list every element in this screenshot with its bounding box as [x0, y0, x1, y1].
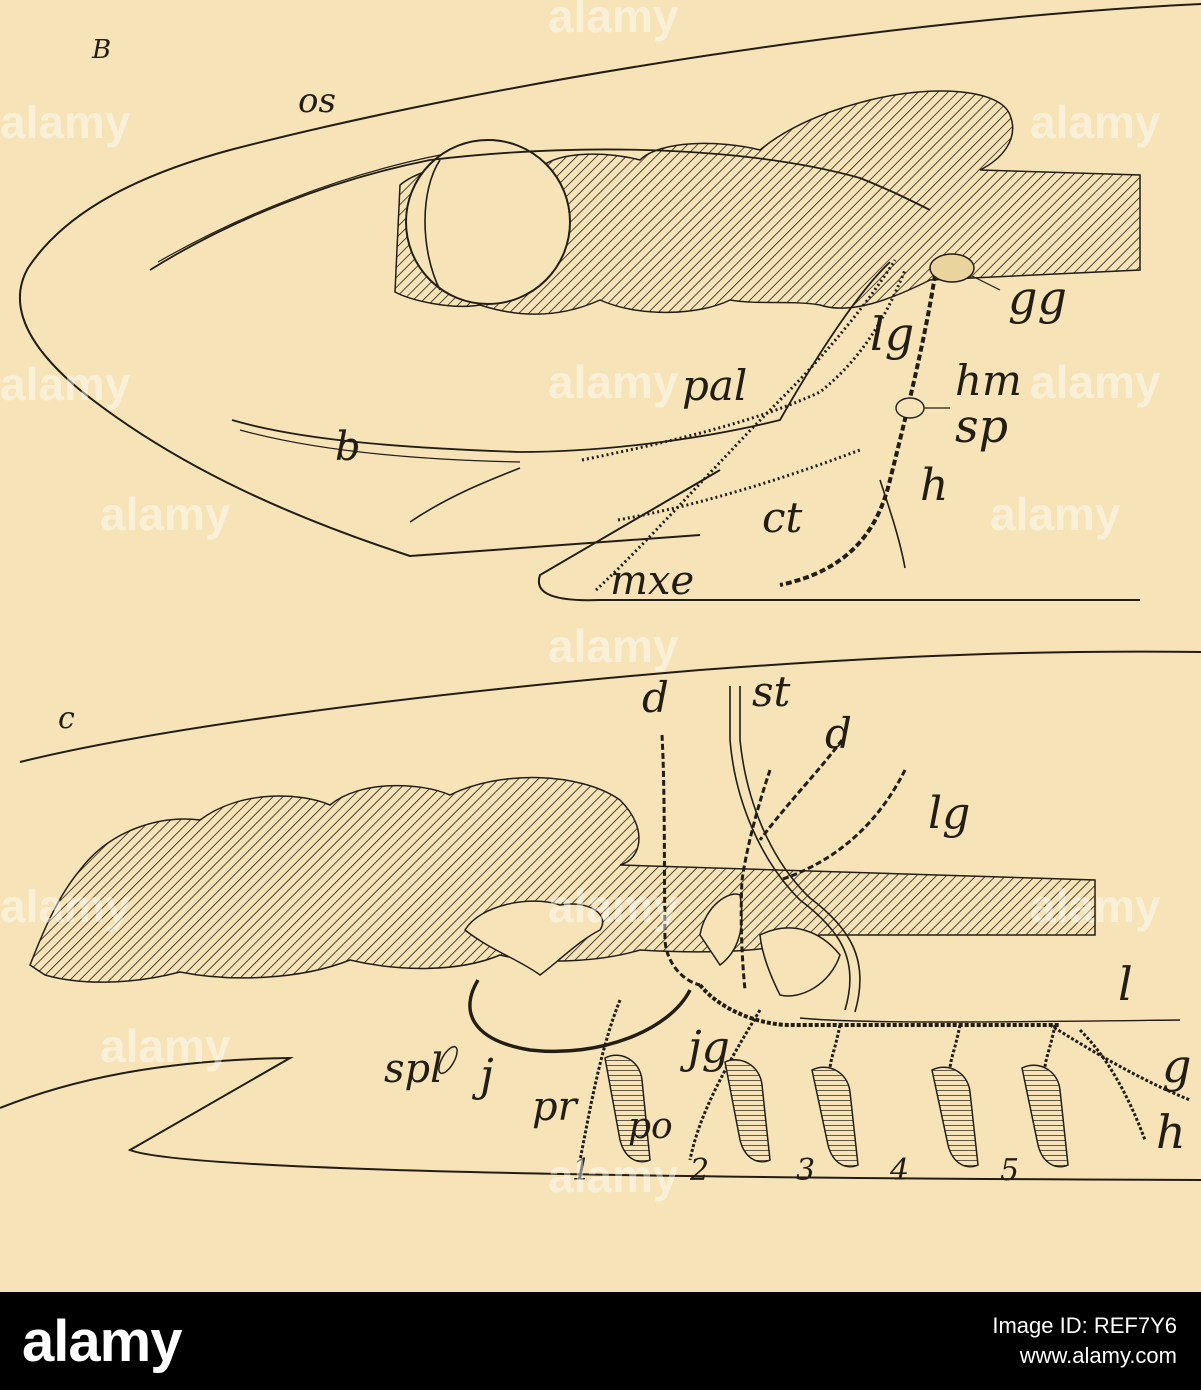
watermark: alamy	[548, 0, 679, 42]
arch-number-1: 1	[572, 1153, 591, 1188]
arch-number-5: 5	[1000, 1153, 1019, 1188]
nerve-l	[799, 1017, 1181, 1023]
footer-bar: alamy Image ID: REF7Y6 www.alamy.com	[0, 1292, 1201, 1390]
footer-logo: alamy	[22, 1308, 182, 1374]
head-outline-c-top	[19, 650, 1201, 763]
arch-number-3: 3	[796, 1153, 815, 1188]
head-outline-b	[18, 3, 1201, 558]
watermark: alamy	[548, 1150, 679, 1202]
watermark-layer: alamy alamy alamy alamy alamy alamy alam…	[0, 0, 1161, 1202]
panel-letter-c: c	[58, 701, 75, 736]
nerve-j	[468, 979, 692, 1054]
label-b: b	[335, 424, 361, 470]
label-sp: sp	[955, 399, 1008, 453]
arch-number-2: 2	[689, 1153, 709, 1188]
label-jg: jg	[679, 1022, 730, 1073]
label-h-c: h	[1156, 1105, 1186, 1159]
gill-arch-5	[1021, 1024, 1069, 1168]
nerve-trunk	[698, 983, 1060, 1027]
watermark: alamy	[1030, 356, 1161, 408]
arch-number-4: 4	[889, 1153, 909, 1188]
watermark: alamy	[0, 96, 131, 148]
image-id: Image ID: REF7Y6	[992, 1313, 1177, 1338]
spiracle-spl	[438, 1045, 458, 1075]
nerve-os	[149, 148, 931, 271]
footer-url: www.alamy.com	[1019, 1343, 1177, 1368]
watermark: alamy	[548, 880, 679, 932]
nerve-mxe	[594, 259, 897, 592]
label-l: l	[1118, 957, 1133, 1011]
nerve-h-c	[1078, 1028, 1147, 1141]
panel-c-labels: c d st d lg l jg spl j g h pr po 1 2 3 4…	[58, 667, 1191, 1188]
watermark: alamy	[1030, 880, 1161, 932]
label-ct: ct	[762, 493, 803, 542]
label-os: os	[298, 81, 336, 121]
gill-arch-2	[688, 1009, 771, 1163]
panel-letter-b: B	[91, 35, 111, 65]
nerve-hm	[779, 274, 937, 587]
label-j: j	[471, 1050, 494, 1101]
label-g: g	[1162, 1039, 1191, 1093]
watermark: alamy	[0, 880, 131, 932]
nerve-st	[729, 686, 851, 1011]
label-hm: hm	[955, 356, 1022, 405]
label-pr: pr	[532, 1084, 580, 1130]
label-d-right: d	[825, 709, 852, 758]
watermark: alamy	[100, 488, 231, 540]
panel-c	[0, 650, 1201, 1181]
label-spl: spl	[384, 1046, 443, 1092]
ganglion-left-c	[464, 900, 604, 976]
watermark: alamy	[1030, 96, 1161, 148]
label-d-left: d	[642, 673, 669, 722]
nerve-d-left	[660, 734, 701, 987]
watermark: alamy	[990, 488, 1121, 540]
label-mxe: mxe	[610, 558, 694, 604]
label-lg: lg	[870, 307, 914, 361]
label-lg-c: lg	[928, 788, 970, 839]
watermark: alamy	[100, 1020, 231, 1072]
gill-arch-3	[811, 1024, 859, 1168]
nerve-b	[231, 261, 891, 453]
label-h-b: h	[920, 460, 948, 511]
footer-info: Image ID: REF7Y6 www.alamy.com	[992, 1311, 1177, 1371]
watermark: alamy	[0, 358, 131, 410]
watermark: alamy	[548, 620, 679, 672]
nerve-d-right	[739, 769, 772, 991]
panel-b	[18, 3, 1201, 602]
label-po: po	[628, 1106, 673, 1147]
label-gg: gg	[1008, 271, 1067, 325]
spiracle-sp	[895, 397, 925, 419]
brain-c	[29, 776, 1096, 983]
nerve-pal	[581, 269, 907, 462]
gill-arch-1	[578, 999, 651, 1163]
nerve-ct	[617, 448, 861, 522]
ganglion-gg	[929, 253, 975, 283]
nerve-g	[1049, 1023, 1191, 1102]
label-st: st	[752, 667, 791, 716]
eye-b	[405, 139, 571, 305]
gill-arch-4	[931, 1024, 979, 1168]
ganglion-right-c	[759, 927, 841, 997]
label-pal: pal	[682, 361, 747, 410]
head-outline-c-bottom	[0, 1056, 1201, 1181]
watermark: alamy	[548, 356, 679, 408]
jaw-outline-b	[537, 469, 1140, 602]
panel-b-labels: B os gg lg hm pal sp b h ct mxe	[91, 35, 1067, 604]
